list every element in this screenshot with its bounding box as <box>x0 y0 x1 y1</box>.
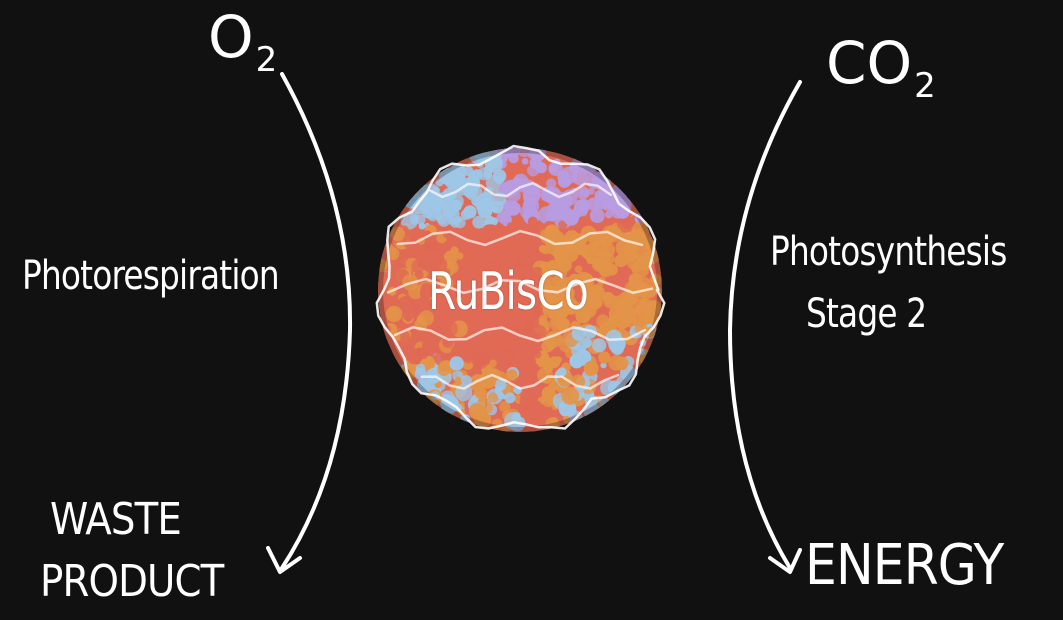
protein-atom <box>518 344 536 362</box>
protein-atom <box>544 225 559 240</box>
protein-atom <box>557 386 563 392</box>
protein-atom <box>483 200 492 209</box>
protein-atom <box>518 372 531 385</box>
protein-atom <box>574 199 589 214</box>
protein-atom <box>626 253 643 270</box>
rubisco-label: RuBisCo <box>428 262 588 322</box>
protein-atom <box>624 307 637 320</box>
protein-atom <box>616 357 628 369</box>
energy-label: ENERGY <box>805 538 1003 594</box>
oxygen-symbol: O <box>208 3 254 71</box>
protein-atom <box>500 246 513 259</box>
protein-atom <box>504 347 518 361</box>
protein-atom <box>451 246 459 254</box>
protein-atom <box>482 332 499 349</box>
protein-atom <box>472 169 483 180</box>
protein-atom <box>471 196 482 207</box>
protein-atom <box>538 206 556 224</box>
protein-atom <box>564 211 578 225</box>
protein-atom <box>402 309 414 321</box>
protein-atom <box>555 356 562 363</box>
protein-atom <box>386 306 402 322</box>
protein-atom <box>618 320 627 329</box>
waste-label: WASTE <box>50 498 181 542</box>
protein-atom <box>443 204 457 218</box>
protein-atom <box>584 361 599 376</box>
protein-atom <box>472 216 485 229</box>
carbon-dioxide-formula: CO2 <box>826 34 936 103</box>
protein-atom <box>598 351 610 363</box>
product-label: PRODUCT <box>40 560 223 604</box>
protein-atom <box>582 190 590 198</box>
protein-atom <box>488 392 498 402</box>
protein-atom <box>418 333 424 339</box>
protein-atom <box>441 320 458 337</box>
oxygen-subscript: 2 <box>256 40 278 80</box>
protein-atom <box>588 296 601 309</box>
protein-atom <box>539 245 547 253</box>
protein-atom <box>561 387 579 405</box>
protein-atom <box>582 338 592 348</box>
protein-atom <box>639 298 648 307</box>
protein-atom <box>482 225 493 236</box>
protein-atom <box>505 392 516 403</box>
protein-atom <box>582 243 600 261</box>
protein-atom <box>589 284 600 295</box>
protein-atom <box>507 222 514 229</box>
protein-atom <box>491 201 504 214</box>
protein-atom <box>475 392 482 399</box>
protein-atom <box>606 253 612 259</box>
protein-atom <box>611 295 625 309</box>
protein-atom <box>529 363 539 373</box>
protein-atom <box>527 165 539 177</box>
photorespiration-label: Photorespiration <box>22 256 279 296</box>
protein-atom <box>558 367 567 376</box>
protein-atom <box>607 297 613 303</box>
protein-atom <box>522 158 529 165</box>
protein-atom <box>411 259 425 273</box>
protein-atom <box>590 208 605 223</box>
protein-atom <box>621 245 629 253</box>
protein-atom <box>461 240 471 250</box>
carbon-dioxide-symbol: CO <box>826 29 912 97</box>
protein-atom <box>416 368 422 374</box>
protein-atom <box>592 338 606 352</box>
photosynthesis-label: Photosynthesis <box>770 232 1006 272</box>
carbon-dioxide-subscript: 2 <box>914 66 936 106</box>
protein-atom <box>422 337 437 352</box>
protein-atom <box>406 338 416 348</box>
protein-atom <box>549 164 558 173</box>
protein-atom <box>438 363 451 376</box>
stage-2-label: Stage 2 <box>806 294 926 334</box>
protein-atom <box>415 248 421 254</box>
protein-atom <box>421 290 427 296</box>
protein-atom <box>600 258 611 269</box>
right-curved-arrow-icon <box>730 82 800 572</box>
protein-atom <box>467 250 476 259</box>
protein-atom <box>528 217 538 227</box>
protein-atom <box>522 245 536 259</box>
protein-atom <box>519 395 530 406</box>
protein-atom <box>452 172 466 186</box>
protein-atom <box>441 352 450 361</box>
protein-atom <box>463 205 476 218</box>
protein-atom <box>506 369 517 380</box>
protein-atom <box>489 360 497 368</box>
protein-atom <box>495 175 504 184</box>
protein-atom <box>449 236 455 242</box>
left-curved-arrow-icon <box>268 74 350 572</box>
protein-atom <box>481 247 488 254</box>
protein-atom <box>479 400 493 414</box>
protein-atom <box>605 211 613 219</box>
protein-atom <box>450 356 464 370</box>
oxygen-formula: O2 <box>208 8 277 77</box>
